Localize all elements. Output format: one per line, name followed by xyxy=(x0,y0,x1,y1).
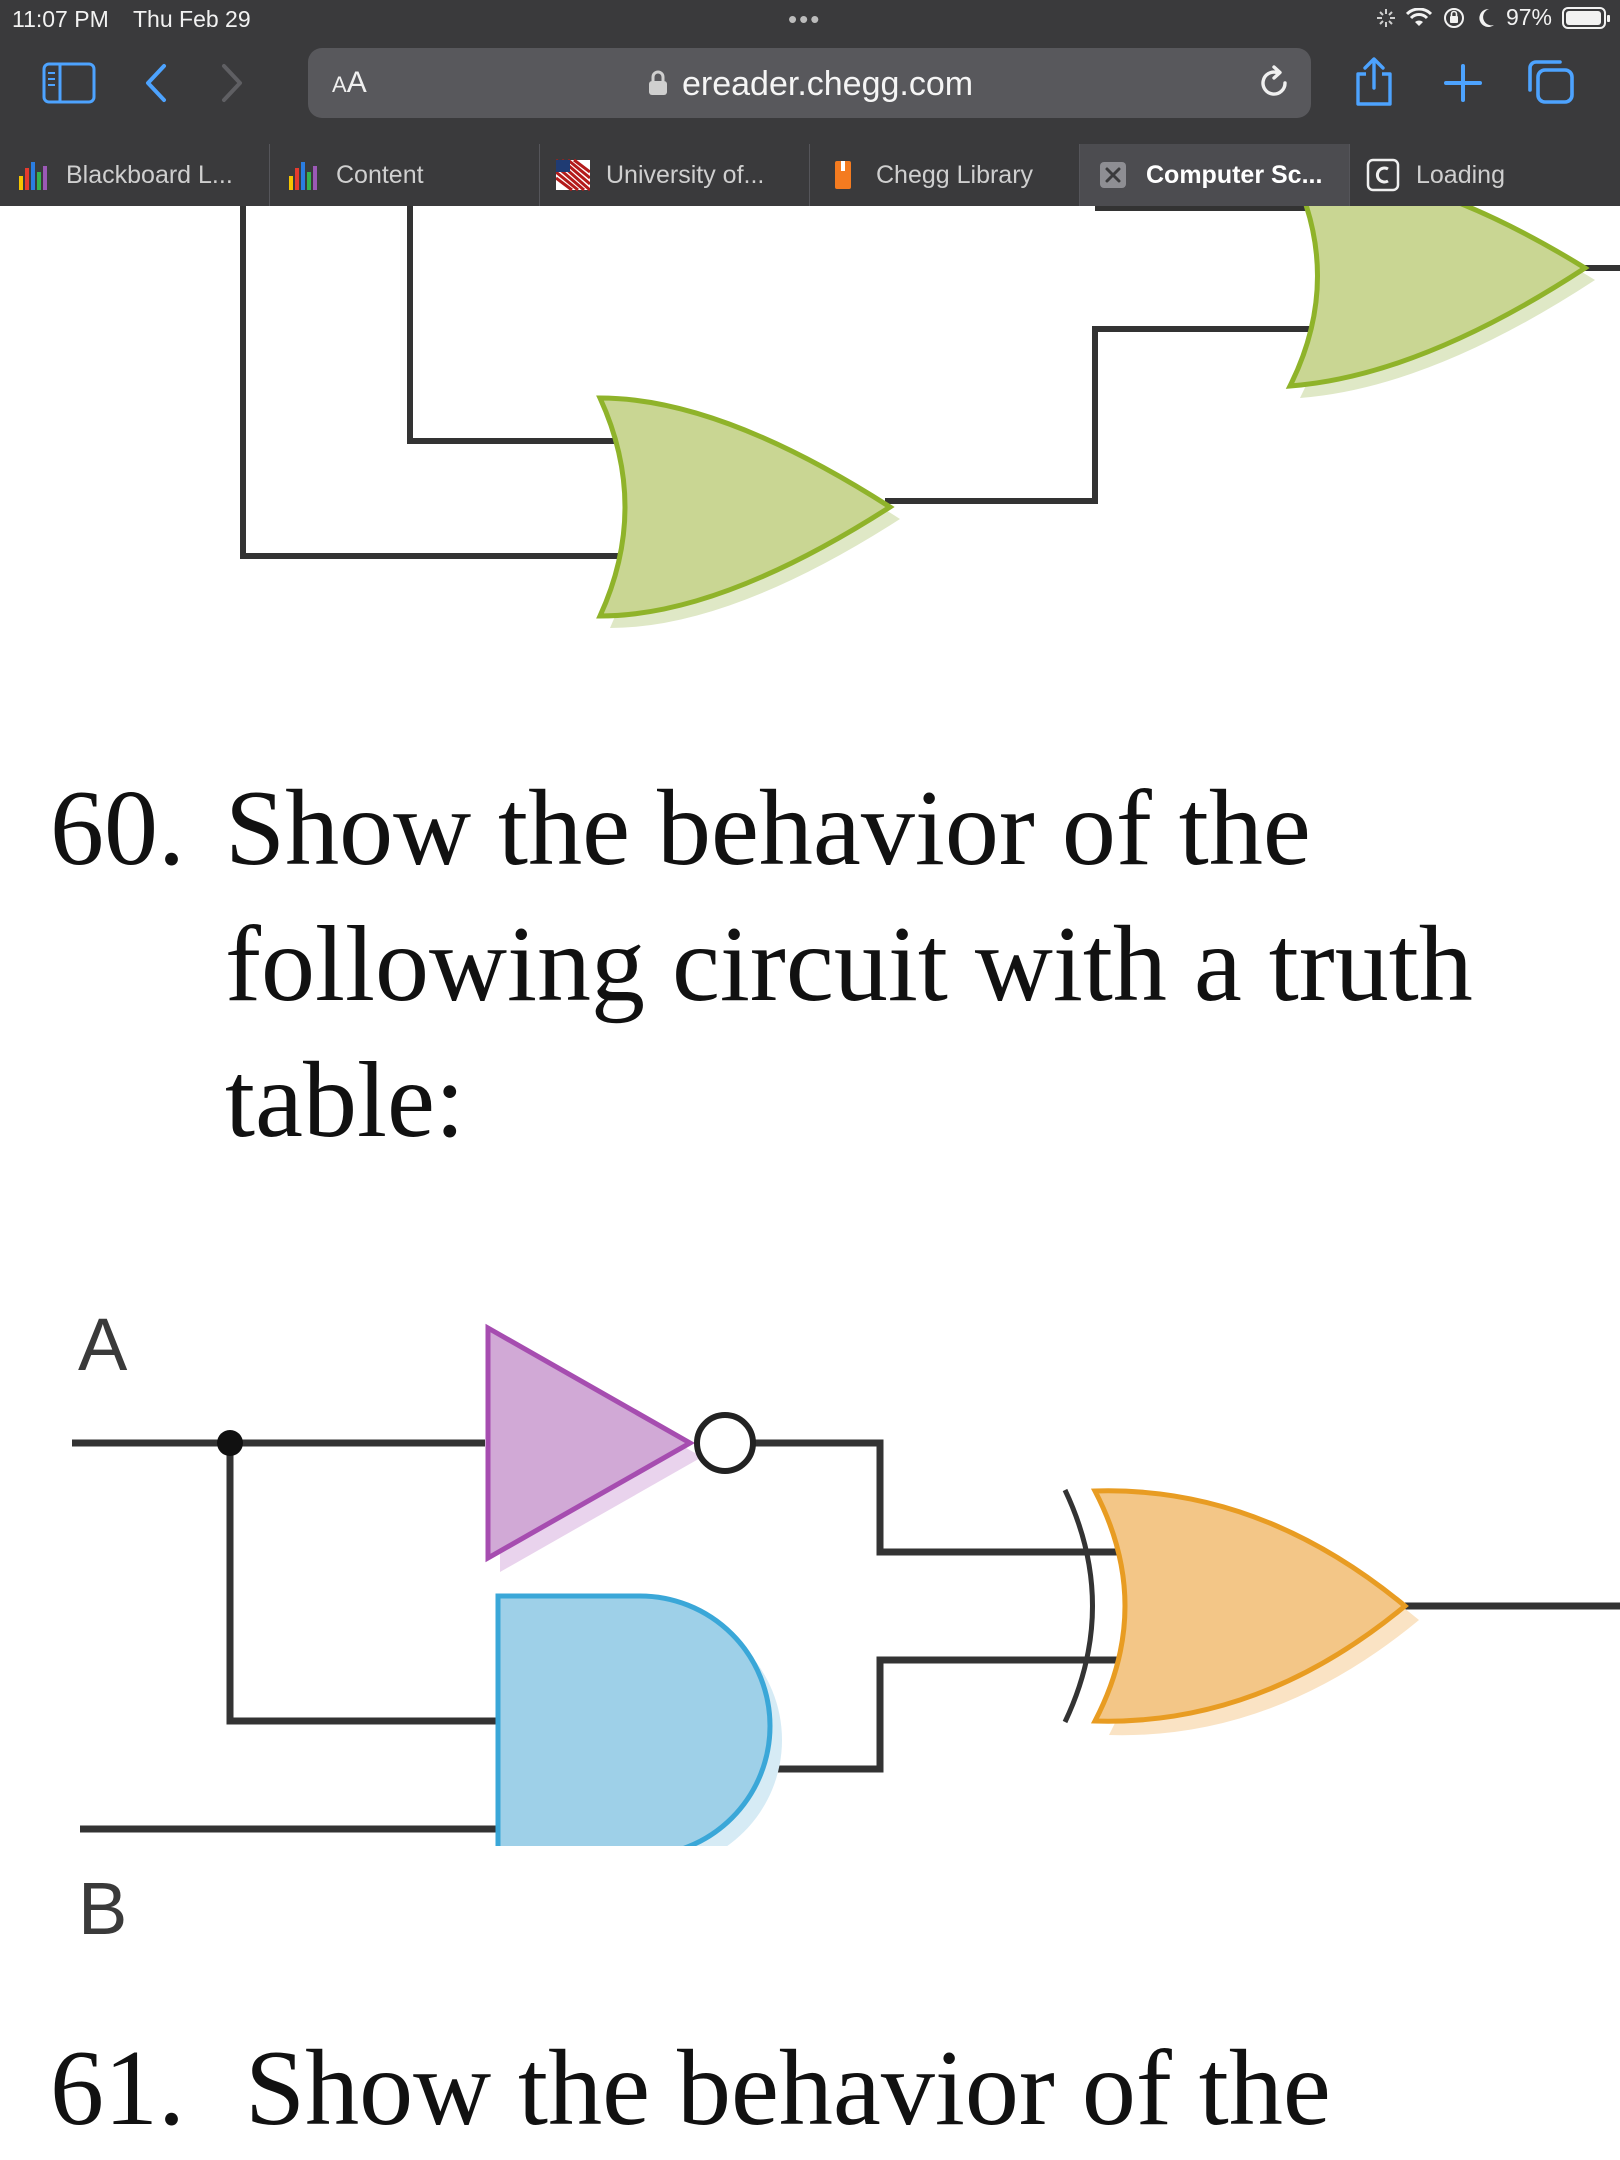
multitasking-dots-icon[interactable]: ••• xyxy=(788,4,822,34)
new-tab-icon[interactable] xyxy=(1442,62,1484,104)
tab-bar: Blackboard L... Content University of...… xyxy=(0,144,1620,206)
tab-overview-icon[interactable] xyxy=(1526,58,1576,106)
page-content: 60. Show the behavior of the following c… xyxy=(0,206,1620,2160)
tab-computer-science[interactable]: Computer Sc... xyxy=(1080,144,1350,206)
not-gate xyxy=(485,1323,756,1572)
activity-icon xyxy=(1376,8,1395,27)
wifi-icon xyxy=(1405,7,1432,26)
lock-icon xyxy=(648,70,668,101)
battery-level xyxy=(1566,10,1601,25)
tab-label: Computer Sc... xyxy=(1146,160,1323,189)
browser-toolbar: AA ereader.chegg.com xyxy=(0,44,1620,144)
close-icon[interactable] xyxy=(1096,158,1130,192)
chegg-icon xyxy=(826,158,860,192)
battery-percent: 97% xyxy=(1505,4,1552,30)
tab-label: Chegg Library xyxy=(876,160,1034,189)
input-label-a: A xyxy=(78,1303,128,1386)
tab-university[interactable]: University of... xyxy=(540,144,810,206)
circuit-wires xyxy=(240,206,1620,559)
tab-chegg-library[interactable]: Chegg Library xyxy=(810,144,1080,206)
browser-chrome: 11:07 PM Thu Feb 29 ••• 97% AA ereader.c… xyxy=(0,0,1620,206)
reader-text-size-button[interactable]: AA xyxy=(332,66,367,99)
tab-label: Blackboard L... xyxy=(66,160,233,189)
circuit-wires xyxy=(72,1439,1620,1833)
tab-content[interactable]: Content xyxy=(270,144,540,206)
question-text: Show the behavior of the xyxy=(245,2029,1331,2148)
status-bar: 11:07 PM Thu Feb 29 ••• 97% xyxy=(0,0,1620,40)
status-time: 11:07 PM xyxy=(12,6,109,32)
sidebar-icon[interactable] xyxy=(42,62,96,104)
previous-circuit-diagram xyxy=(240,206,1620,628)
orientation-lock-icon xyxy=(1443,7,1464,28)
tab-label: Content xyxy=(336,160,424,189)
university-icon xyxy=(556,158,590,192)
forward-icon[interactable] xyxy=(218,62,248,104)
question-number: 61. xyxy=(50,2029,185,2148)
question-number: 60. xyxy=(50,769,185,888)
or-gate xyxy=(1090,1488,1419,1736)
tab-loading[interactable]: Loading xyxy=(1350,144,1620,206)
blackboard-icon xyxy=(16,158,50,192)
back-icon[interactable] xyxy=(140,62,170,104)
battery-icon xyxy=(1562,6,1610,29)
c-icon xyxy=(1366,158,1400,192)
status-date: Thu Feb 29 xyxy=(133,6,251,32)
share-icon[interactable] xyxy=(1352,56,1396,108)
or-gate xyxy=(596,395,900,628)
status-icons: 97% xyxy=(1376,4,1610,31)
blackboard-icon xyxy=(286,158,320,192)
junction-dot xyxy=(217,1430,243,1456)
reload-icon[interactable] xyxy=(1255,64,1293,107)
moon-icon xyxy=(1479,8,1494,27)
url-text: ereader.chegg.com xyxy=(682,65,974,103)
or-gate xyxy=(1285,206,1595,398)
input-label-b: B xyxy=(78,1867,128,1950)
tab-label: University of... xyxy=(606,160,765,189)
question-61: 61. Show the behavior of the xyxy=(50,2021,1331,2157)
tab-blackboard[interactable]: Blackboard L... xyxy=(0,144,270,206)
address-bar[interactable]: AA ereader.chegg.com xyxy=(308,48,1311,118)
question-text: Show the behavior of the following circu… xyxy=(225,769,1473,1160)
and-gate xyxy=(495,1593,782,1846)
tab-label: Loading xyxy=(1416,160,1505,189)
circuit-diagram xyxy=(72,1323,1620,1846)
